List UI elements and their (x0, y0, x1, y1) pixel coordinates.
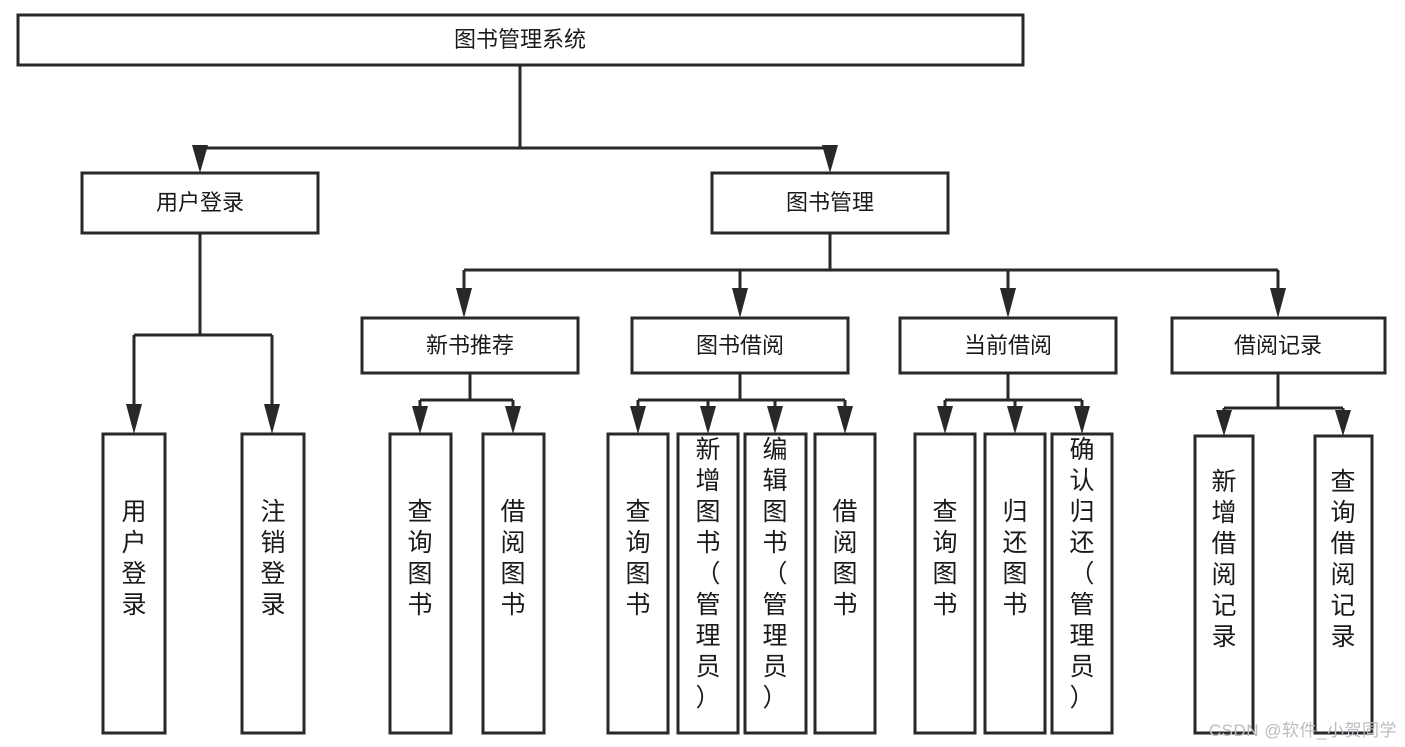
current-borrow-label: 当前借阅 (964, 333, 1052, 358)
borrow-record-box (1170, 316, 1387, 375)
leaf-borrow-book-label: 借阅图书 (832, 498, 857, 619)
edge-group-bookborrow-to-leaves (630, 373, 853, 434)
node-leaf-query-record[interactable]: 查询借阅记录 (1313, 434, 1374, 735)
leaf-logout-label: 注销登录 (260, 498, 285, 619)
node-user-login[interactable]: 用户登录 (80, 171, 320, 235)
arrow-to-leaf-user-login (126, 404, 142, 434)
leaf-query-book-newbook-box (388, 432, 453, 735)
leaf-logout-box (240, 432, 306, 735)
book-management-label: 图书管理 (786, 190, 874, 215)
arrow-to-current-borrow (1000, 288, 1016, 318)
leaf-query-record-label: 查询借阅记录 (1330, 468, 1355, 651)
leaf-return-book-label: 归还图书 (1002, 498, 1027, 619)
leaf-user-login-box (101, 432, 167, 735)
leaf-edit-book-label: 编辑图书（管理员） (762, 436, 787, 712)
edge-group-bookmgmt-to-level3 (456, 233, 1286, 318)
leaf-query-book-newbook-label: 查询图书 (407, 498, 432, 619)
node-leaf-add-book[interactable]: 新增图书（管理员） (676, 432, 740, 735)
new-book-recommend-label: 新书推荐 (426, 333, 514, 358)
new-book-recommend-box (360, 316, 580, 375)
arrow-to-new-book-rec (456, 288, 472, 318)
user-login-box (80, 171, 320, 235)
leaf-borrow-book-newbook-label: 借阅图书 (500, 498, 525, 619)
arrow-root-to-user-login (192, 145, 208, 173)
leaf-add-book-label: 新增图书（管理员） (695, 436, 720, 712)
arrow-to-leaf-edit-book (767, 406, 783, 434)
leaf-user-login-label: 用户登录 (121, 498, 146, 619)
node-new-book-recommend[interactable]: 新书推荐 (360, 316, 580, 375)
arrow-to-leaf-query-book-b (630, 406, 646, 434)
arrow-to-leaf-borrow-book-a (505, 406, 521, 434)
arrow-root-to-book-mgmt (822, 145, 838, 173)
node-current-borrow[interactable]: 当前借阅 (898, 316, 1118, 375)
node-leaf-confirm-return[interactable]: 确认归还（管理员） (1050, 432, 1114, 735)
arrow-to-leaf-logout (264, 404, 280, 434)
node-leaf-query-book-borrow[interactable]: 查询图书 (606, 432, 670, 735)
node-leaf-query-book-newbook[interactable]: 查询图书 (388, 432, 453, 735)
leaf-add-record-box (1193, 434, 1255, 735)
root-label: 图书管理系统 (454, 27, 586, 52)
leaf-query-book-borrow-label: 查询图书 (625, 498, 650, 619)
leaf-confirm-return-label: 确认归还（管理员） (1069, 436, 1094, 712)
leaf-add-record-label: 新增借阅记录 (1211, 468, 1236, 651)
node-leaf-query-book-current[interactable]: 查询图书 (913, 432, 977, 735)
book-borrow-box (630, 316, 850, 375)
leaf-query-book-current-label: 查询图书 (932, 498, 957, 619)
arrow-to-leaf-add-book (700, 406, 716, 434)
arrow-to-leaf-query-book-c (937, 406, 953, 434)
csdn-watermark: CSDN @软件_小贺同学 (1208, 721, 1397, 740)
leaf-borrow-book-box (813, 432, 877, 735)
node-leaf-borrow-book[interactable]: 借阅图书 (813, 432, 877, 735)
arrow-to-leaf-add-record (1216, 410, 1232, 436)
root-box (16, 13, 1025, 67)
leaf-edit-book-box (743, 432, 808, 735)
node-root-system[interactable]: 图书管理系统 (16, 13, 1025, 67)
edge-group-root-to-level2 (192, 65, 838, 173)
arrow-to-leaf-query-book-a (412, 406, 428, 434)
current-borrow-box (898, 316, 1118, 375)
leaf-borrow-book-newbook-box (481, 432, 546, 735)
node-leaf-return-book[interactable]: 归还图书 (983, 432, 1047, 735)
leaf-return-book-box (983, 432, 1047, 735)
leaf-query-book-borrow-box (606, 432, 670, 735)
node-leaf-user-login[interactable]: 用户登录 (101, 432, 167, 735)
edge-group-newbook-to-leaves (412, 373, 521, 434)
edge-group-userlogin-to-leaves (126, 233, 280, 434)
edge-group-currentborrow-to-leaves (937, 373, 1090, 434)
arrow-to-leaf-borrow-book-b (837, 406, 853, 434)
edge-group-borrowrecord-to-leaves (1216, 373, 1351, 436)
node-leaf-edit-book[interactable]: 编辑图书（管理员） (743, 432, 808, 735)
book-management-box (710, 171, 950, 235)
leaf-confirm-return-box (1050, 432, 1114, 735)
node-leaf-logout[interactable]: 注销登录 (240, 432, 306, 735)
arrow-to-leaf-return-book (1007, 406, 1023, 434)
arrow-to-leaf-confirm-return (1074, 406, 1090, 434)
borrow-record-label: 借阅记录 (1234, 333, 1322, 358)
node-leaf-add-record[interactable]: 新增借阅记录 (1193, 434, 1255, 735)
leaf-add-book-box (676, 432, 740, 735)
node-book-borrow[interactable]: 图书借阅 (630, 316, 850, 375)
arrow-to-borrow-record (1270, 288, 1286, 318)
node-book-management[interactable]: 图书管理 (710, 171, 950, 235)
node-leaf-borrow-book-newbook[interactable]: 借阅图书 (481, 432, 546, 735)
leaf-query-book-current-box (913, 432, 977, 735)
leaf-query-record-box (1313, 434, 1374, 735)
arrow-to-book-borrow (732, 288, 748, 318)
arrow-to-leaf-query-record (1335, 410, 1351, 436)
node-borrow-record[interactable]: 借阅记录 (1170, 316, 1387, 375)
book-borrow-label: 图书借阅 (696, 333, 784, 358)
user-login-label: 用户登录 (156, 190, 244, 215)
